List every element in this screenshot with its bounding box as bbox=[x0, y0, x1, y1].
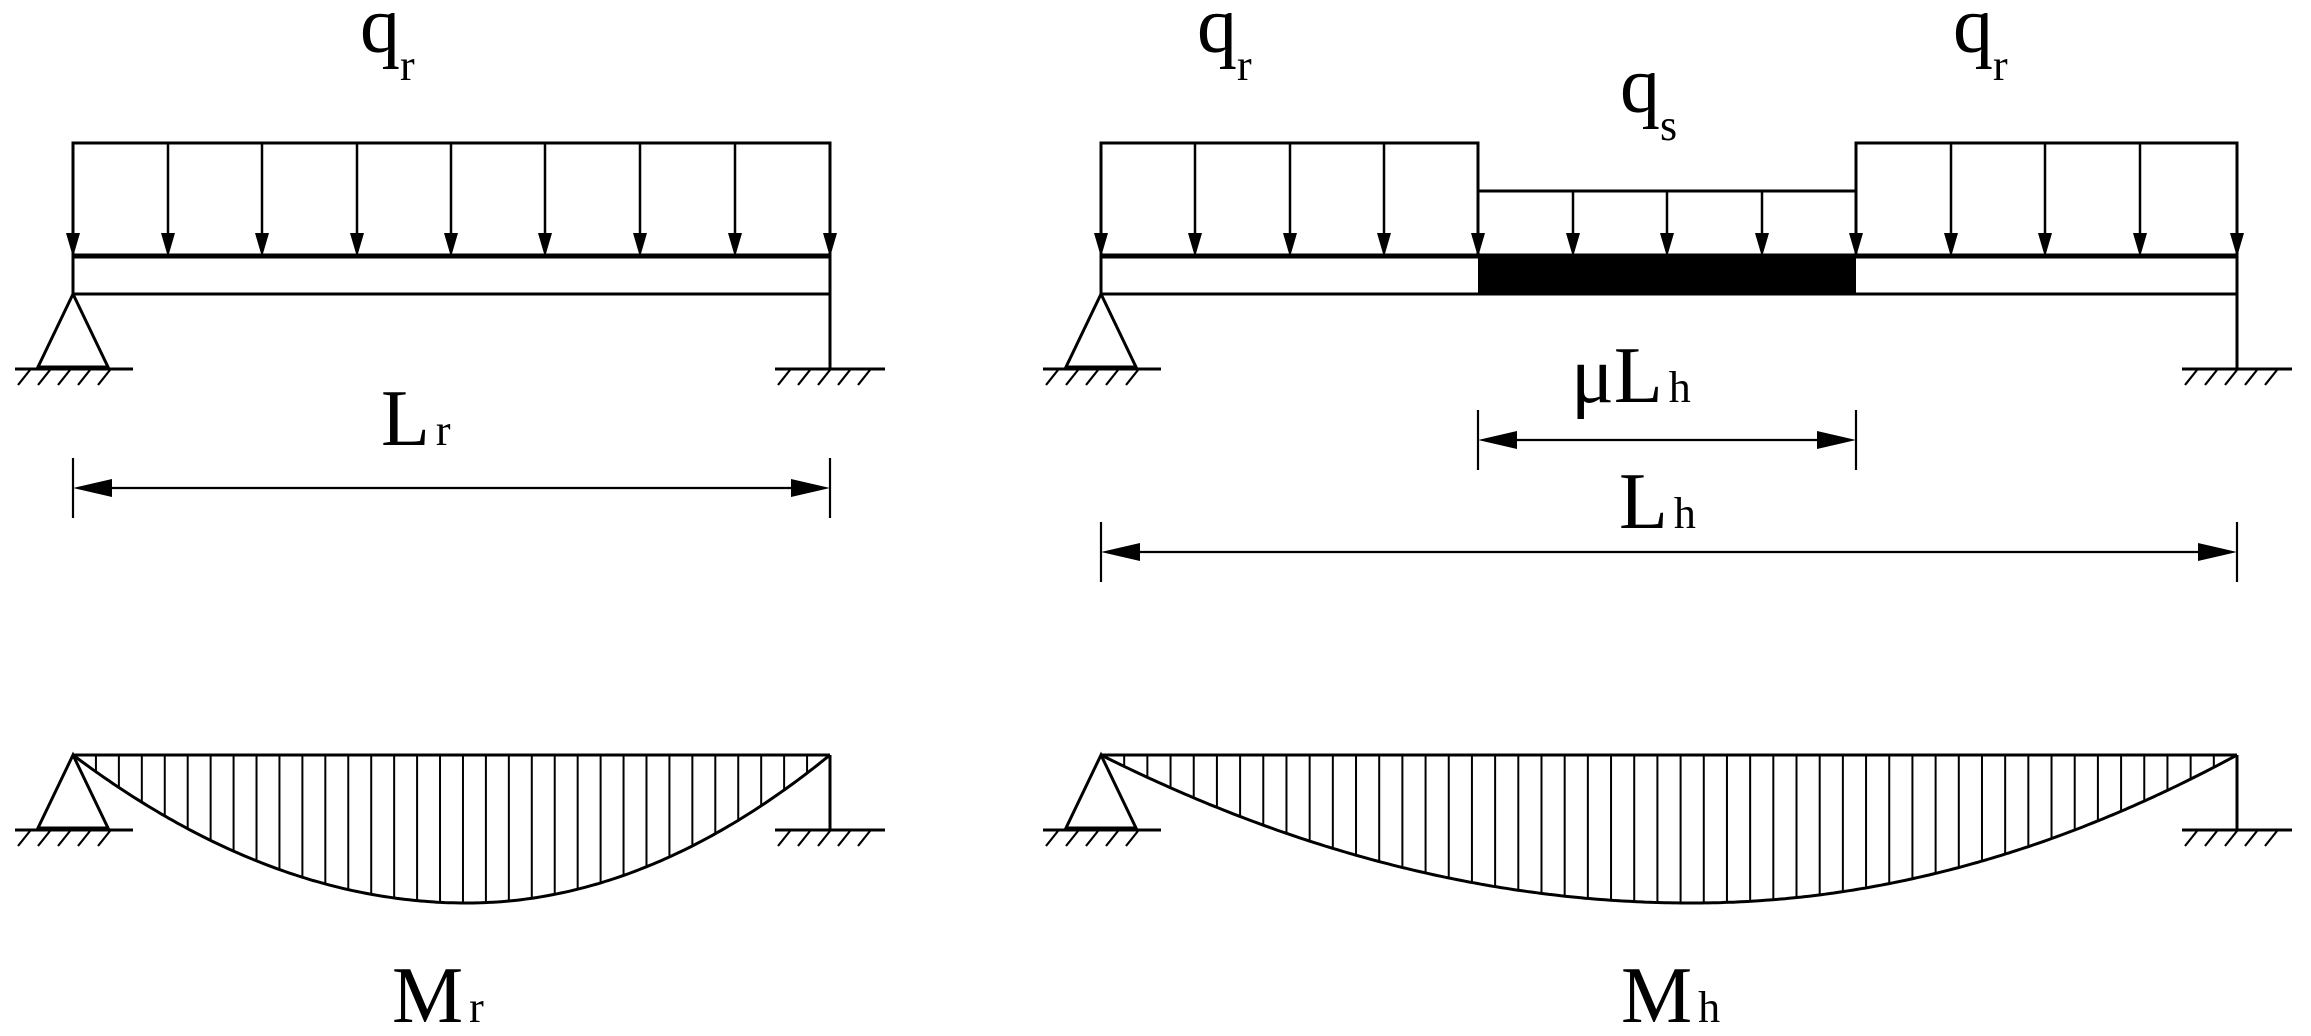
right-load-arrows bbox=[1094, 143, 2244, 257]
load-arrowhead bbox=[1471, 233, 1485, 257]
load-arrowhead bbox=[350, 233, 364, 257]
left-pin-support bbox=[15, 290, 133, 386]
left-fix-hatch bbox=[777, 369, 871, 386]
left-load-arrows bbox=[66, 143, 837, 257]
right-moment-curve bbox=[1100, 753, 2238, 905]
load-arrowhead bbox=[728, 233, 742, 257]
right-moment-diagram bbox=[1043, 751, 2292, 905]
right-load-mid-label: qs bbox=[1620, 42, 1677, 150]
right-moment-hatch bbox=[1123, 755, 2215, 903]
load-arrowhead bbox=[1755, 233, 1769, 257]
load-arrowhead bbox=[1944, 233, 1958, 257]
left-span-dimension bbox=[71, 458, 832, 518]
load-arrowhead bbox=[66, 233, 80, 257]
load-arrowhead bbox=[1283, 233, 1297, 257]
right-pin-support bbox=[1043, 290, 1161, 386]
load-arrowhead bbox=[444, 233, 458, 257]
right-beam-filled-segment bbox=[1478, 257, 1856, 294]
right-right-support bbox=[2182, 294, 2292, 386]
right-pin-hatch bbox=[1045, 369, 1139, 386]
left-load-label: qr bbox=[360, 0, 415, 90]
right-sub-span-dimension bbox=[1476, 410, 1858, 470]
right-load-left-label: qr bbox=[1197, 0, 1252, 90]
left-beam-group bbox=[15, 141, 885, 518]
load-arrowhead bbox=[1660, 233, 1674, 257]
left-beam bbox=[71, 255, 832, 296]
right-beam-group bbox=[1043, 141, 2292, 582]
right-span-dimension bbox=[1099, 522, 2239, 582]
load-arrowhead bbox=[2038, 233, 2052, 257]
left-moment-curve bbox=[72, 753, 831, 905]
right-load-right-label: qr bbox=[1953, 0, 2008, 90]
load-arrowhead bbox=[1377, 233, 1391, 257]
load-arrowhead bbox=[1094, 233, 1108, 257]
load-arrowhead bbox=[823, 233, 837, 257]
load-arrowhead bbox=[255, 233, 269, 257]
load-arrowhead bbox=[2133, 233, 2147, 257]
load-arrowhead bbox=[1188, 233, 1202, 257]
load-arrowhead bbox=[633, 233, 647, 257]
left-moment-hatch bbox=[94, 755, 809, 903]
load-arrowhead bbox=[538, 233, 552, 257]
load-arrowhead bbox=[1566, 233, 1580, 257]
left-right-support bbox=[775, 294, 885, 386]
right-fix-hatch bbox=[2184, 369, 2278, 386]
left-moment-diagram bbox=[15, 751, 885, 905]
left-pin-hatch bbox=[17, 369, 111, 386]
load-arrowhead bbox=[161, 233, 175, 257]
load-arrowhead bbox=[2230, 233, 2244, 257]
load-arrowhead bbox=[1849, 233, 1863, 257]
